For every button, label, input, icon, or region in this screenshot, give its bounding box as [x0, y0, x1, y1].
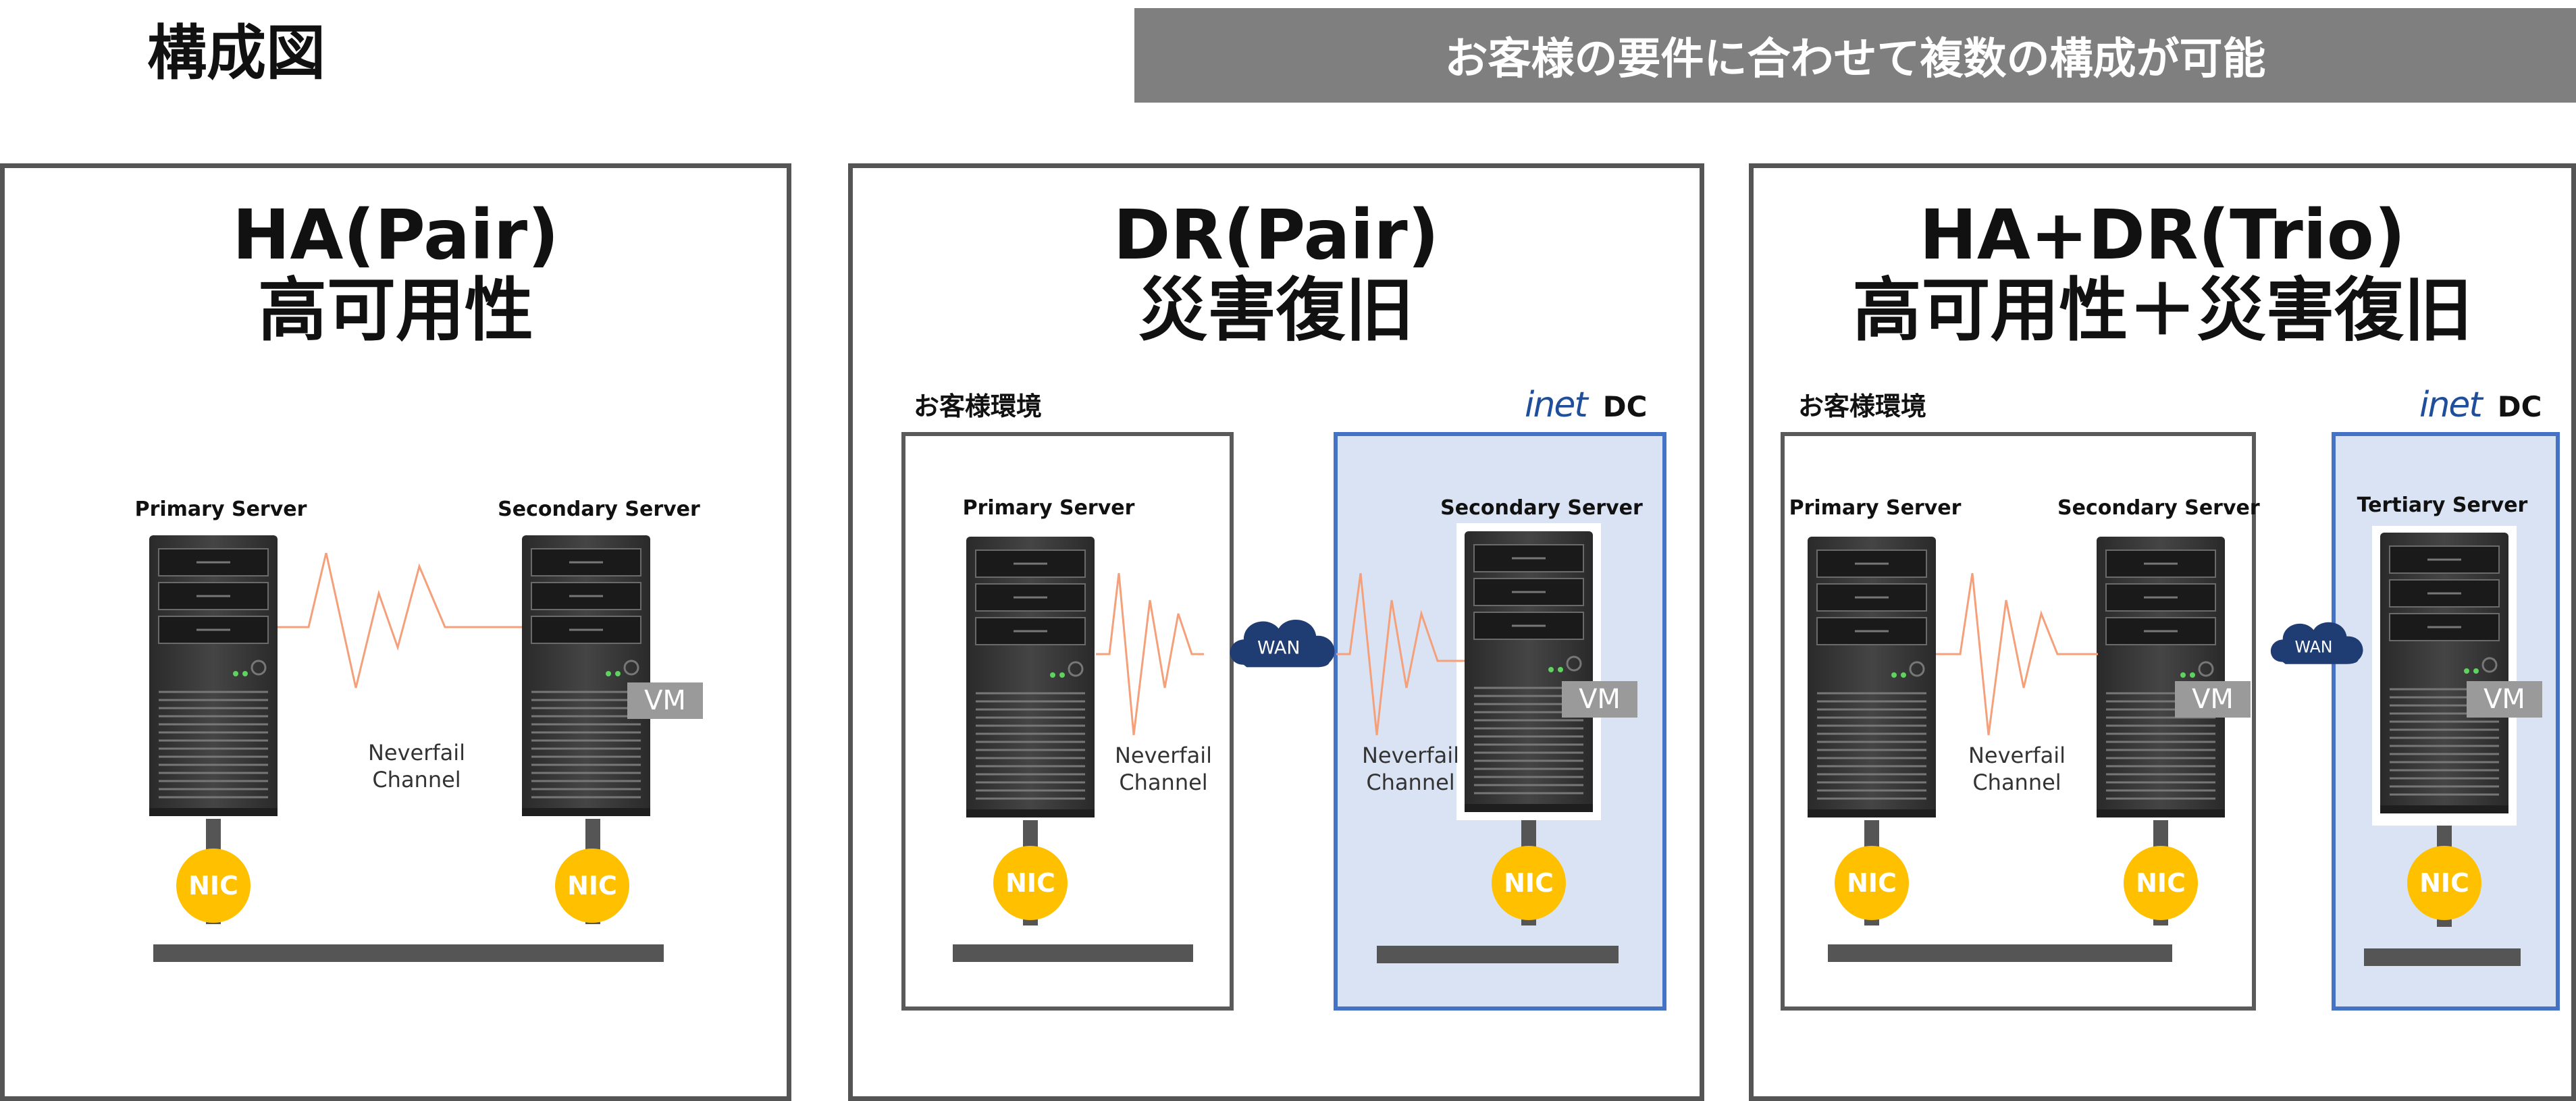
- nic-icon: NIC: [2407, 846, 2481, 920]
- vm-tag: VM: [2175, 681, 2251, 718]
- network-bar: [2364, 948, 2521, 966]
- vm-tag: VM: [2467, 681, 2542, 718]
- nic-icon: NIC: [176, 849, 251, 923]
- customer-env-label: お客様環境: [1798, 392, 1927, 421]
- secondary-server-label: Secondary Server: [1440, 496, 1643, 520]
- primary-server-label: Primary Server: [1789, 496, 1962, 520]
- nic-icon: NIC: [555, 849, 629, 923]
- panel-title-line1: DR(Pair): [1113, 195, 1440, 275]
- svg-text:WAN: WAN: [1257, 638, 1300, 659]
- secondary-server-icon: [522, 535, 650, 816]
- neverfail-channel-icon: [1096, 573, 1204, 736]
- nic-icon: NIC: [2124, 846, 2198, 920]
- page-title: 構成図: [147, 18, 326, 88]
- svg-text:WAN: WAN: [2294, 637, 2332, 656]
- nic-icon: NIC: [1492, 846, 1566, 920]
- network-bar: [1828, 944, 2172, 962]
- nic-icon: NIC: [993, 846, 1068, 920]
- wan-cloud-icon: WAN: [2270, 622, 2363, 664]
- nic-icon: NIC: [1835, 846, 1909, 920]
- secondary-server-label: Secondary Server: [2057, 496, 2260, 520]
- panel-title-line2: 高可用性: [258, 271, 533, 351]
- network-bar: [1377, 946, 1619, 963]
- network-bar: [153, 944, 664, 962]
- neverfail-channel-icon: [278, 553, 522, 689]
- panel-title-line2: 高可用性＋災害復旧: [1852, 271, 2473, 351]
- primary-server-label: Primary Server: [134, 498, 307, 521]
- vm-tag: VM: [627, 682, 703, 719]
- secondary-server-icon: [2097, 537, 2225, 817]
- neverfail-channel-icon: [1936, 573, 2098, 736]
- primary-server-icon: [149, 535, 278, 816]
- panel-title-line1: HA+DR(Trio): [1919, 195, 2406, 275]
- secondary-server-icon: [1465, 531, 1593, 812]
- network-bar: [953, 944, 1193, 962]
- neverfail-channel-icon: [1336, 573, 1465, 736]
- wan-cloud-icon: WAN: [1230, 620, 1335, 668]
- banner: お客様の要件に合わせて複数の構成が可能: [1134, 8, 2576, 103]
- inet-logo: inet: [2419, 385, 2483, 425]
- inet-logo: inet: [1525, 385, 1588, 425]
- primary-server-icon: [966, 537, 1095, 817]
- panel-title-line2: 災害復旧: [1138, 271, 1414, 351]
- primary-server-label: Primary Server: [962, 496, 1135, 520]
- tertiary-server-icon: [2380, 533, 2508, 813]
- panel-ha-pair: HA(Pair) 高可用性 Primary Server Secondary S…: [0, 163, 791, 1101]
- panel-title-line1: HA(Pair): [232, 195, 559, 275]
- customer-env-label: お客様環境: [914, 392, 1043, 421]
- primary-server-icon: [1808, 537, 1936, 817]
- vm-tag: VM: [1562, 681, 1637, 718]
- secondary-server-label: Secondary Server: [498, 498, 700, 521]
- tertiary-server-label: Tertiary Server: [2357, 493, 2528, 517]
